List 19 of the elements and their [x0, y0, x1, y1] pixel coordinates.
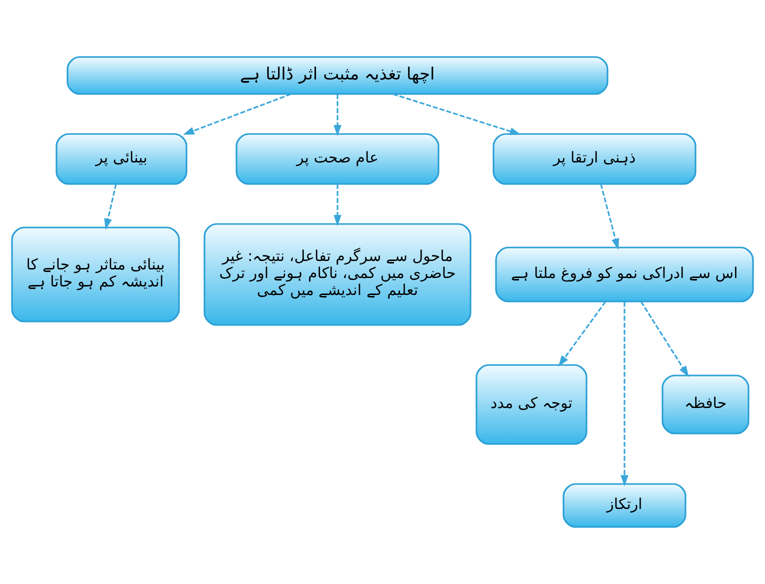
node-box: اس سے ادراکی نمو کو فروغ ملتا ہے [495, 246, 754, 302]
node-box: حافظہ [662, 374, 750, 434]
arrow [334, 184, 342, 226]
node-box: توجہ کی مدد [476, 364, 588, 445]
arrow [182, 93, 292, 135]
node-box: عام صحت پر [236, 133, 440, 185]
arrow [334, 94, 342, 136]
arrow [558, 301, 606, 367]
arrow [104, 184, 117, 230]
node-box: بینائی پر [56, 133, 188, 185]
arrow [392, 93, 521, 136]
node-box: ماحول سے سرگرم تفاعل، نتیجہ: غیر حاضری میں کمی، ناکام ہونے اور ترک تعلیم کے اندیشے میں کمی [204, 223, 472, 326]
arrow [640, 301, 689, 378]
arrow [620, 302, 628, 486]
node-box: ذہنی ارتقا پر [492, 133, 696, 185]
node-box: ارتکاز [562, 483, 686, 528]
node-box: بینائی متاثر ہو جانے کا اندیشہ کم ہو جاتا ہے [11, 226, 180, 322]
node-box: اچھا تغذیہ مثبت اثر ڈالتا ہے [66, 56, 608, 95]
arrow [600, 184, 620, 250]
